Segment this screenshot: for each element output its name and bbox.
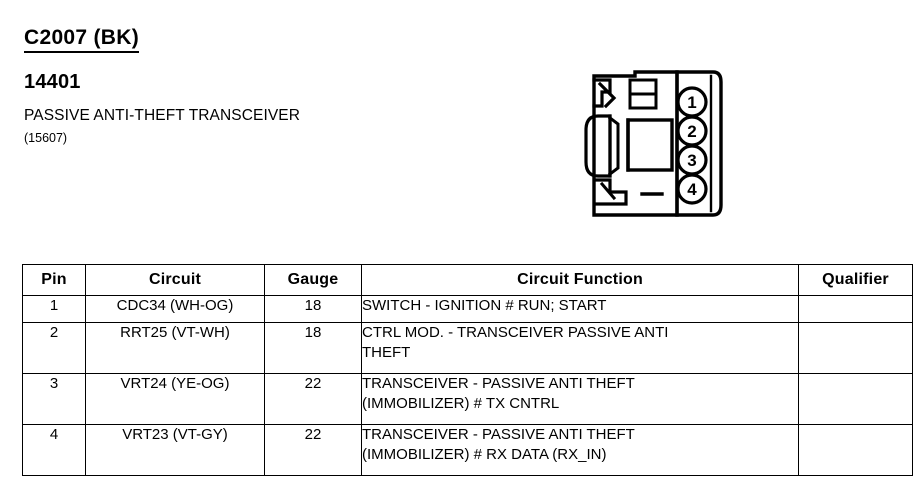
cell-pin: 1 xyxy=(22,295,86,323)
cell-circuit: RRT25 (VT-WH) xyxy=(85,322,265,374)
circuit-function-line: THEFT xyxy=(362,344,411,361)
grommet-collar xyxy=(607,115,620,177)
terminal-cavity xyxy=(626,118,674,172)
connector-pin-housing xyxy=(675,70,723,217)
connector-header: C2007 (BK) xyxy=(24,26,140,53)
pin-number-3: 3 xyxy=(687,151,696,170)
cell-gauge: 18 xyxy=(264,322,362,374)
column-header-circuit: Circuit xyxy=(85,264,265,296)
lower-latch-detail xyxy=(599,181,617,201)
component-code: (15607) xyxy=(24,131,68,145)
cell-circuit: VRT23 (VT-GY) xyxy=(85,424,265,476)
cell-circuit-function: CTRL MOD. - TRANSCEIVER PASSIVE ANTI THEF… xyxy=(361,322,799,374)
column-header-function: Circuit Function xyxy=(361,264,799,296)
cell-gauge: 22 xyxy=(264,373,362,425)
circuit-function-line: SWITCH - IGNITION # RUN; START xyxy=(362,297,607,314)
wire-boot-grommet xyxy=(584,114,612,178)
component-name: PASSIVE ANTI-THEFT TRANSCEIVER xyxy=(24,107,301,124)
column-header-pin: Pin xyxy=(22,264,86,296)
connector-illustration: 1 2 3 4 xyxy=(580,58,740,228)
circuit-function-line: (IMMOBILIZER) # RX DATA (RX_IN) xyxy=(362,446,607,463)
keying-window-upper xyxy=(628,78,658,96)
cell-circuit-function: TRANSCEIVER - PASSIVE ANTI THEFT (IMMOBIL… xyxy=(361,373,799,425)
cell-circuit-function: TRANSCEIVER - PASSIVE ANTI THEFT (IMMOBIL… xyxy=(361,424,799,476)
connector-id-heading: C2007 (BK) xyxy=(24,26,140,53)
cell-pin: 2 xyxy=(22,322,86,374)
cell-pin: 3 xyxy=(22,373,86,425)
cell-gauge: 22 xyxy=(264,424,362,476)
upper-latch-detail xyxy=(597,81,617,109)
part-number: 14401 xyxy=(24,71,81,93)
pin-circle-4 xyxy=(676,173,708,205)
cell-circuit: CDC34 (WH-OG) xyxy=(85,295,265,323)
cell-qualifier xyxy=(798,373,913,425)
cell-circuit-function: SWITCH - IGNITION # RUN; START xyxy=(361,295,799,323)
cell-qualifier xyxy=(798,295,913,323)
column-header-gauge: Gauge xyxy=(264,264,362,296)
column-header-qualifier: Qualifier xyxy=(798,264,913,296)
circuit-function-line: (IMMOBILIZER) # TX CNTRL xyxy=(362,395,560,412)
pin-number-4: 4 xyxy=(687,180,697,199)
cell-circuit: VRT24 (YE-OG) xyxy=(85,373,265,425)
lower-latch-tab xyxy=(594,178,628,206)
circuit-function-line: CTRL MOD. - TRANSCEIVER PASSIVE ANTI xyxy=(362,324,669,341)
cell-pin: 4 xyxy=(22,424,86,476)
pin-number-2: 2 xyxy=(687,122,696,141)
cell-qualifier xyxy=(798,424,913,476)
keying-window-lower xyxy=(628,92,658,110)
cell-qualifier xyxy=(798,322,913,374)
circuit-function-line: TRANSCEIVER - PASSIVE ANTI THEFT xyxy=(362,426,635,443)
pin-number-1: 1 xyxy=(687,93,696,112)
pin-assignment-table: Pin Circuit Gauge Circuit Function Quali… xyxy=(22,264,913,476)
circuit-function-line: TRANSCEIVER - PASSIVE ANTI THEFT xyxy=(362,375,635,392)
table-header-row: Pin Circuit Gauge Circuit Function Quali… xyxy=(22,264,913,296)
cell-gauge: 18 xyxy=(264,295,362,323)
